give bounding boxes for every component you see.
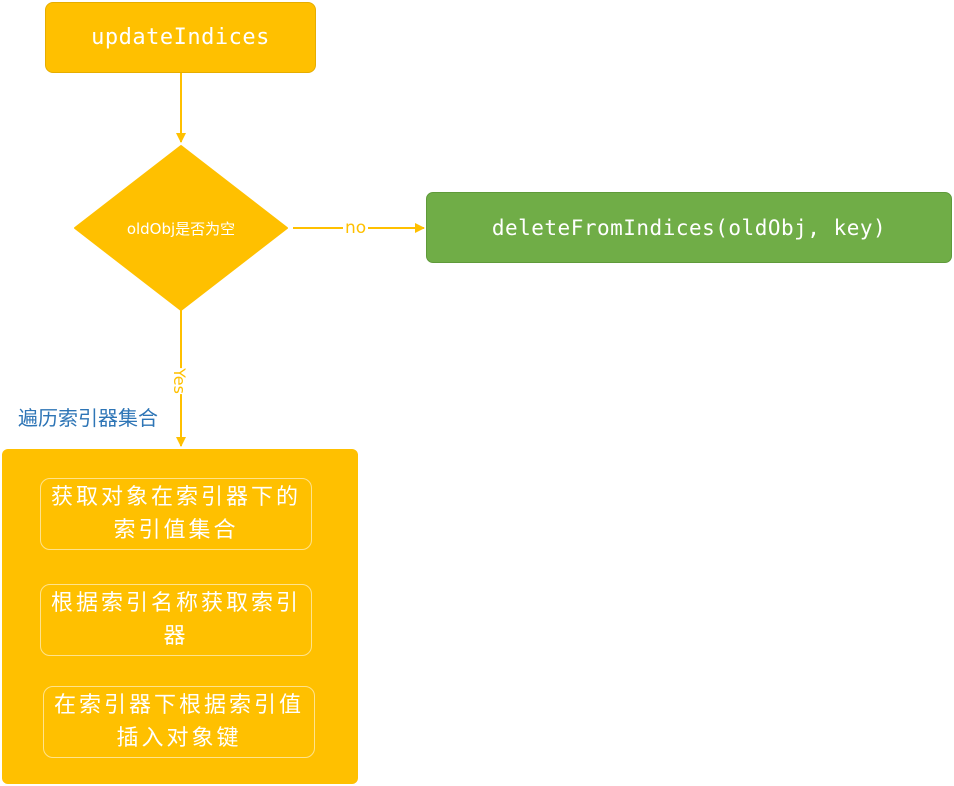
no-edge-label: no [343,217,369,239]
step-label: 根据索引名称获取索引器 [50,591,301,649]
delete-node-label: deleteFromIndices(oldObj, key) [491,215,887,240]
step-label: 在索引器下根据索引值插入对象键 [53,693,304,751]
start-node[interactable]: updateIndices [45,2,316,73]
decision-label: oldObj是否为空 [126,219,236,238]
step-label: 获取对象在索引器下的索引值集合 [50,485,301,543]
loop-container[interactable] [2,449,358,784]
delete-from-indices-node[interactable]: deleteFromIndices(oldObj, key) [426,192,952,263]
loop-step-insert-object-key[interactable]: 在索引器下根据索引值插入对象键 [43,686,315,758]
loop-step-get-indexer[interactable]: 根据索引名称获取索引器 [40,584,312,656]
loop-label: 遍历索引器集合 [18,406,158,430]
loop-step-get-index-values[interactable]: 获取对象在索引器下的索引值集合 [40,478,312,550]
yes-edge-label: Yes [167,368,190,394]
start-node-label: updateIndices [91,25,270,50]
